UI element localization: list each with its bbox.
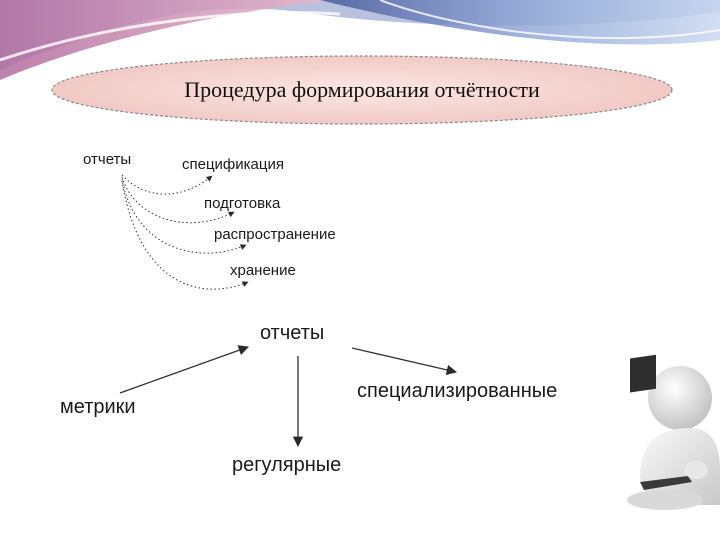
arrow-metrics-to-reports — [119, 345, 249, 394]
title-ellipse — [51, 55, 673, 125]
center-reports-label: отчеты — [260, 322, 325, 344]
label-storage: хранение — [230, 262, 296, 279]
top-diagram-arrows — [121, 174, 249, 290]
arrow-reports-to-specialized — [351, 347, 458, 375]
label-distribution: распространение — [214, 226, 336, 243]
label-preparation: подготовка — [204, 195, 281, 212]
metrics-label: метрики — [60, 396, 136, 418]
arrow-to-spec — [121, 174, 213, 195]
regular-label: регулярные — [232, 454, 342, 476]
header-decoration — [0, 0, 720, 80]
specialized-label: специализированные — [357, 380, 558, 402]
arrow-to-store — [121, 180, 249, 290]
arrow-to-dist — [121, 178, 247, 254]
page-title: Процедура формирования отчётности — [184, 77, 540, 102]
top-source-label: отчеты — [83, 151, 132, 168]
bottom-diagram-arrows — [119, 345, 458, 448]
label-specification: спецификация — [182, 156, 284, 173]
person-with-laptop-icon — [616, 354, 720, 516]
arrow-to-prep — [121, 176, 235, 224]
